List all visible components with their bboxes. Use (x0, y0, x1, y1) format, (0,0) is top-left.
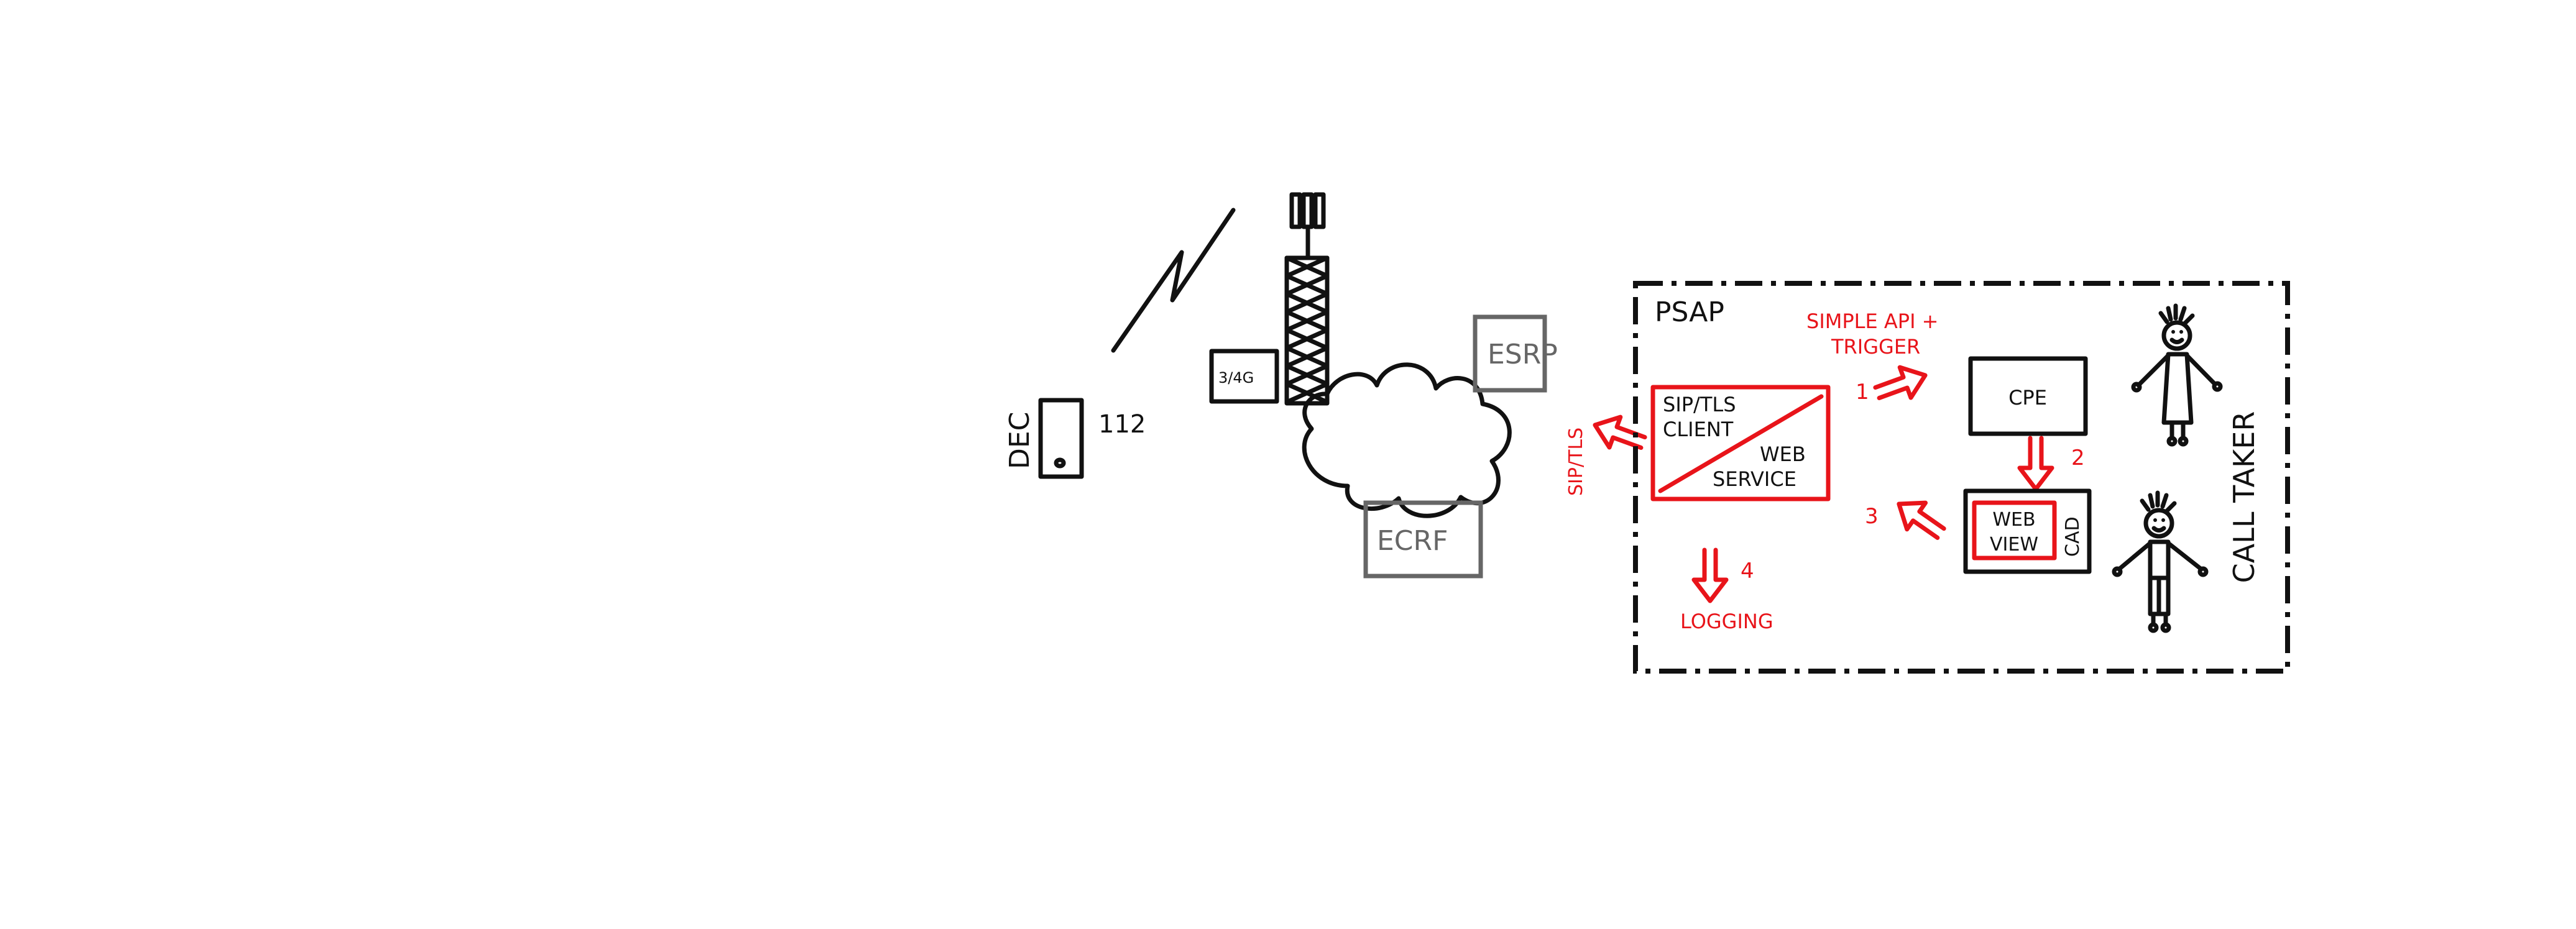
tower-lattice-strut (1284, 364, 1330, 387)
step-3-label: 3 (1865, 504, 1879, 529)
service-line2: SERVICE (1713, 467, 1796, 491)
cell-tower-icon (1284, 192, 1330, 406)
sip-client-web-service-box: SIP/TLS CLIENT WEB SERVICE (1650, 385, 1831, 501)
service-line1: WEB (1760, 442, 1806, 466)
web-view-line2: VIEW (1990, 534, 2038, 556)
cad-label: CAD (2062, 516, 2084, 557)
cpe-label: CPE (2008, 386, 2047, 410)
step-1-label: 1 (1856, 380, 1869, 405)
psap-boundary (1633, 281, 2290, 674)
tower-lattice-strut (1284, 291, 1330, 314)
cpe-box: CPE (1968, 356, 2088, 436)
tower-lattice-strut (1284, 327, 1330, 350)
logging-label: LOGGING (1680, 610, 1773, 633)
tower-lattice-strut (1284, 255, 1330, 278)
tower-label-box (1209, 349, 1279, 404)
tower-lattice-strut (1284, 309, 1330, 332)
client-line1: SIP/TLS (1663, 393, 1736, 416)
client-line2: CLIENT (1663, 418, 1734, 441)
network-cloud (1302, 362, 1512, 518)
step-4-label: 4 (1741, 559, 1754, 583)
call-taker-person-icon (2112, 490, 2209, 633)
psap-title: PSAP (1655, 296, 1724, 328)
step-2-label: 2 (2071, 446, 2085, 470)
call-taker-person-icon (2131, 303, 2223, 447)
step-2-arrow (2020, 438, 2052, 489)
api-label-line2: TRIGGER (1831, 335, 1920, 359)
call-taker-label: CALL TAKER (2227, 411, 2261, 583)
step-4-arrow (1694, 550, 1726, 601)
tower-lattice-strut (1284, 273, 1330, 296)
tower-lattice-strut (1284, 382, 1330, 405)
protocol-label: SIP/TLS (1565, 428, 1587, 496)
tower-label: 3/4G (1218, 369, 1254, 387)
phone-device (1038, 398, 1084, 479)
sip-tls-arrow (1589, 410, 1649, 458)
phone-button-icon (1054, 457, 1066, 469)
ecrf-label: ECRF (1377, 525, 1448, 557)
web-view-line1: WEB (1992, 509, 2035, 531)
ecrf-node: ECRF (1363, 500, 1483, 579)
esrp-node: ESRP (1473, 314, 1558, 393)
radio-signal-icon (1111, 208, 1236, 353)
cad-box: WEB VIEW CAD (1963, 488, 2092, 574)
emergency-number: 112 (1098, 410, 1146, 439)
step-1-arrow (1872, 360, 1931, 408)
esrp-label: ESRP (1488, 339, 1558, 370)
step-3-arrow (1890, 491, 1950, 547)
api-label-line1: SIMPLE API + (1806, 309, 1938, 333)
device-label: DEC (1004, 412, 1036, 469)
tower-lattice-strut (1284, 346, 1330, 368)
